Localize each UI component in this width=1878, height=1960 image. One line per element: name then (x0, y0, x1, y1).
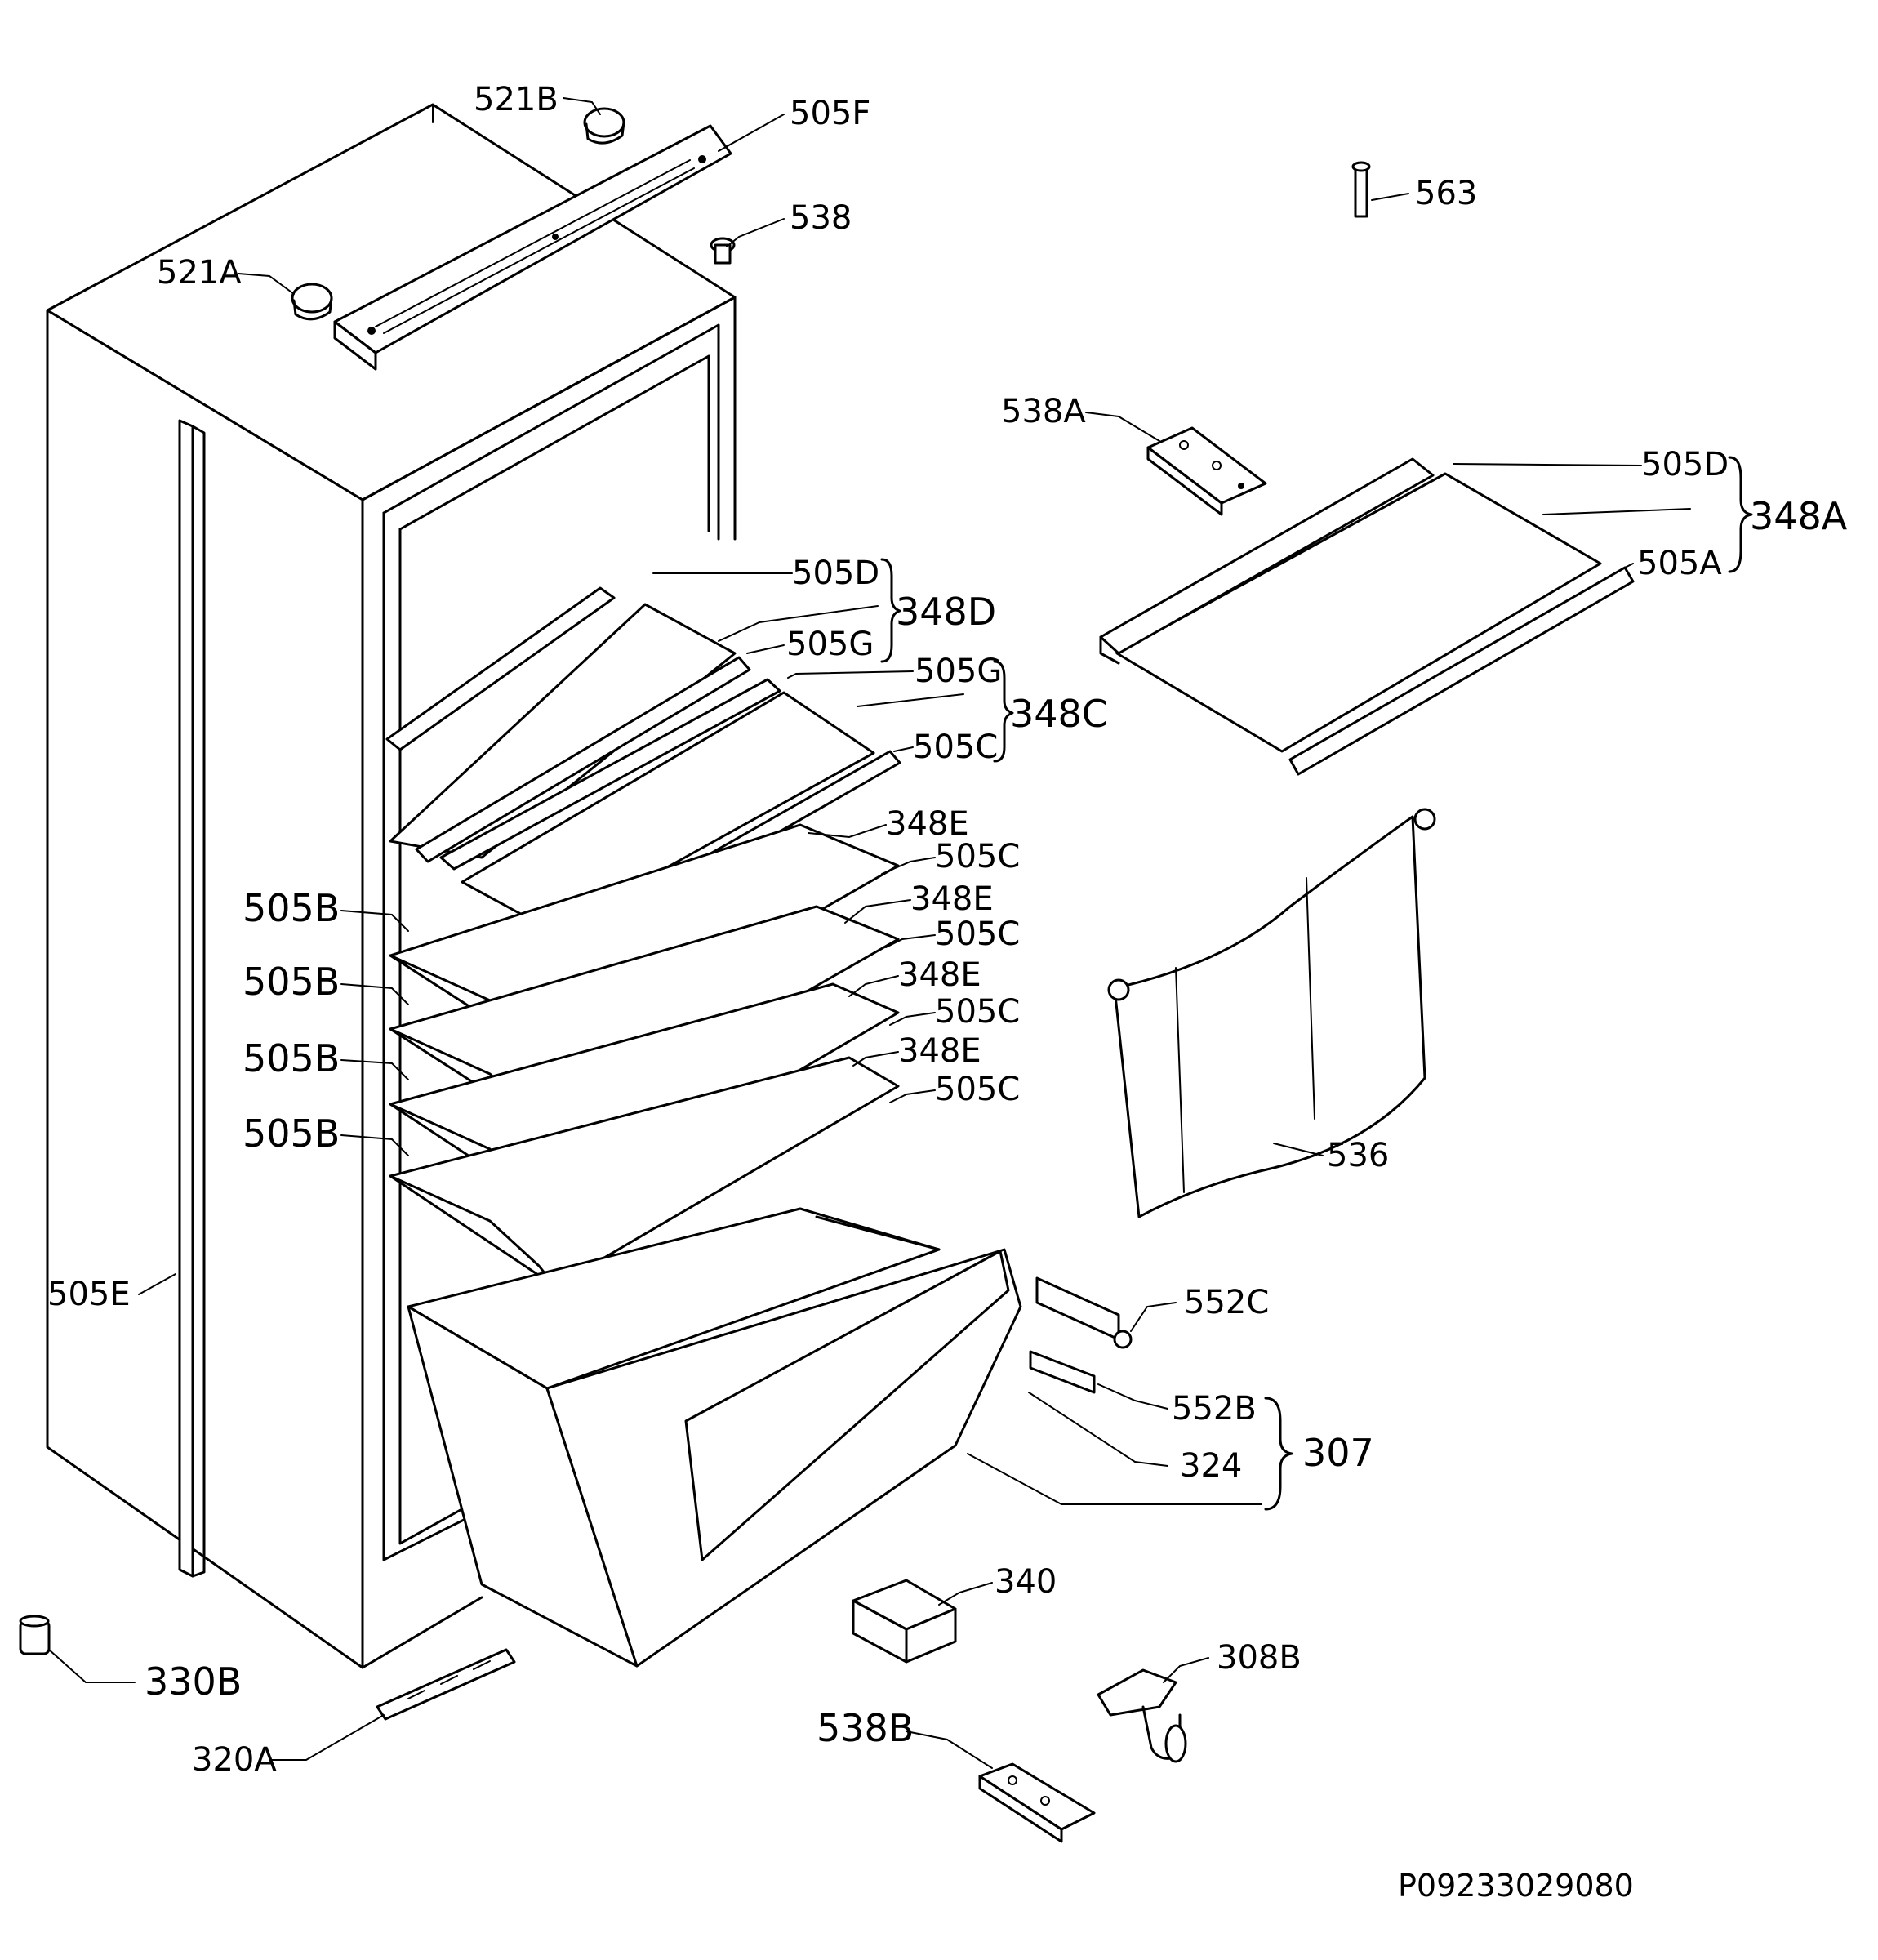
label-563: 563 (1415, 175, 1477, 212)
label-340: 340 (995, 1563, 1057, 1601)
label-505c-1: 505C (935, 838, 1020, 875)
label-521b: 521B (474, 81, 559, 118)
hinge-cap-b (583, 107, 625, 145)
label-538b: 538B (817, 1706, 914, 1750)
label-505c-c: 505C (913, 728, 998, 766)
label-505d-a: 505D (1641, 446, 1729, 483)
label-505e: 505E (47, 1276, 131, 1313)
label-505b-1: 505B (243, 886, 340, 930)
label-505b-3: 505B (243, 1036, 340, 1080)
part-labels: 521B 505F 538 521A 563 538A 505D 348A 50… (47, 81, 1848, 1904)
vent-grille (376, 1648, 516, 1721)
label-348d: 348D (896, 590, 996, 634)
label-330b: 330B (145, 1659, 242, 1704)
crisper-drawer (407, 1207, 1022, 1668)
door-seal-strip (178, 419, 206, 1578)
label-308b: 308B (1217, 1639, 1302, 1677)
label-348e-2: 348E (910, 880, 994, 918)
label-324: 324 (1180, 1447, 1242, 1485)
label-348e-3: 348E (898, 956, 981, 994)
label-505g-c: 505G (915, 653, 1002, 690)
glass-shelf-348d (385, 586, 751, 863)
drawing-code: P09233029080 (1398, 1868, 1634, 1904)
label-348e-4: 348E (898, 1032, 981, 1070)
hinge-pin (1351, 161, 1371, 218)
label-320a: 320A (192, 1741, 277, 1779)
label-505f: 505F (790, 95, 870, 132)
label-538a: 538A (1001, 393, 1086, 430)
label-348e-1: 348E (886, 805, 969, 843)
glass-shelf-348a (1099, 457, 1635, 776)
label-521a: 521A (157, 254, 242, 292)
top-cover-strip (333, 124, 732, 371)
label-505c-4: 505C (935, 1071, 1020, 1108)
label-348c: 348C (1010, 692, 1108, 736)
label-505g-d: 505G (786, 626, 874, 663)
label-505c-2: 505C (935, 915, 1020, 953)
label-307: 307 (1302, 1431, 1374, 1475)
drawer-slide-552b (1029, 1350, 1096, 1394)
group-braces (880, 456, 1753, 1511)
label-505b-4: 505B (243, 1111, 340, 1156)
label-552b: 552B (1172, 1390, 1257, 1428)
label-505c-3: 505C (935, 993, 1020, 1031)
label-536: 536 (1327, 1137, 1389, 1174)
label-505b-2: 505B (243, 960, 340, 1004)
hinge-bracket-538a (1146, 426, 1267, 516)
label-505a: 505A (1637, 545, 1722, 582)
crisper-cover-536 (1107, 808, 1436, 1218)
label-538: 538 (790, 199, 852, 237)
label-552c: 552C (1184, 1284, 1269, 1321)
leader-lines (48, 97, 1691, 1769)
label-505d-d: 505D (792, 555, 879, 592)
label-348a: 348A (1750, 494, 1848, 538)
adjustable-foot (19, 1615, 51, 1655)
hinge-bushing (710, 237, 736, 265)
drain-fitting (1097, 1668, 1187, 1763)
drawer-slide-552c (1035, 1276, 1133, 1349)
hinge-bracket-538b (978, 1762, 1096, 1843)
sponge-block (852, 1579, 957, 1664)
hinge-cap-a (291, 283, 333, 321)
